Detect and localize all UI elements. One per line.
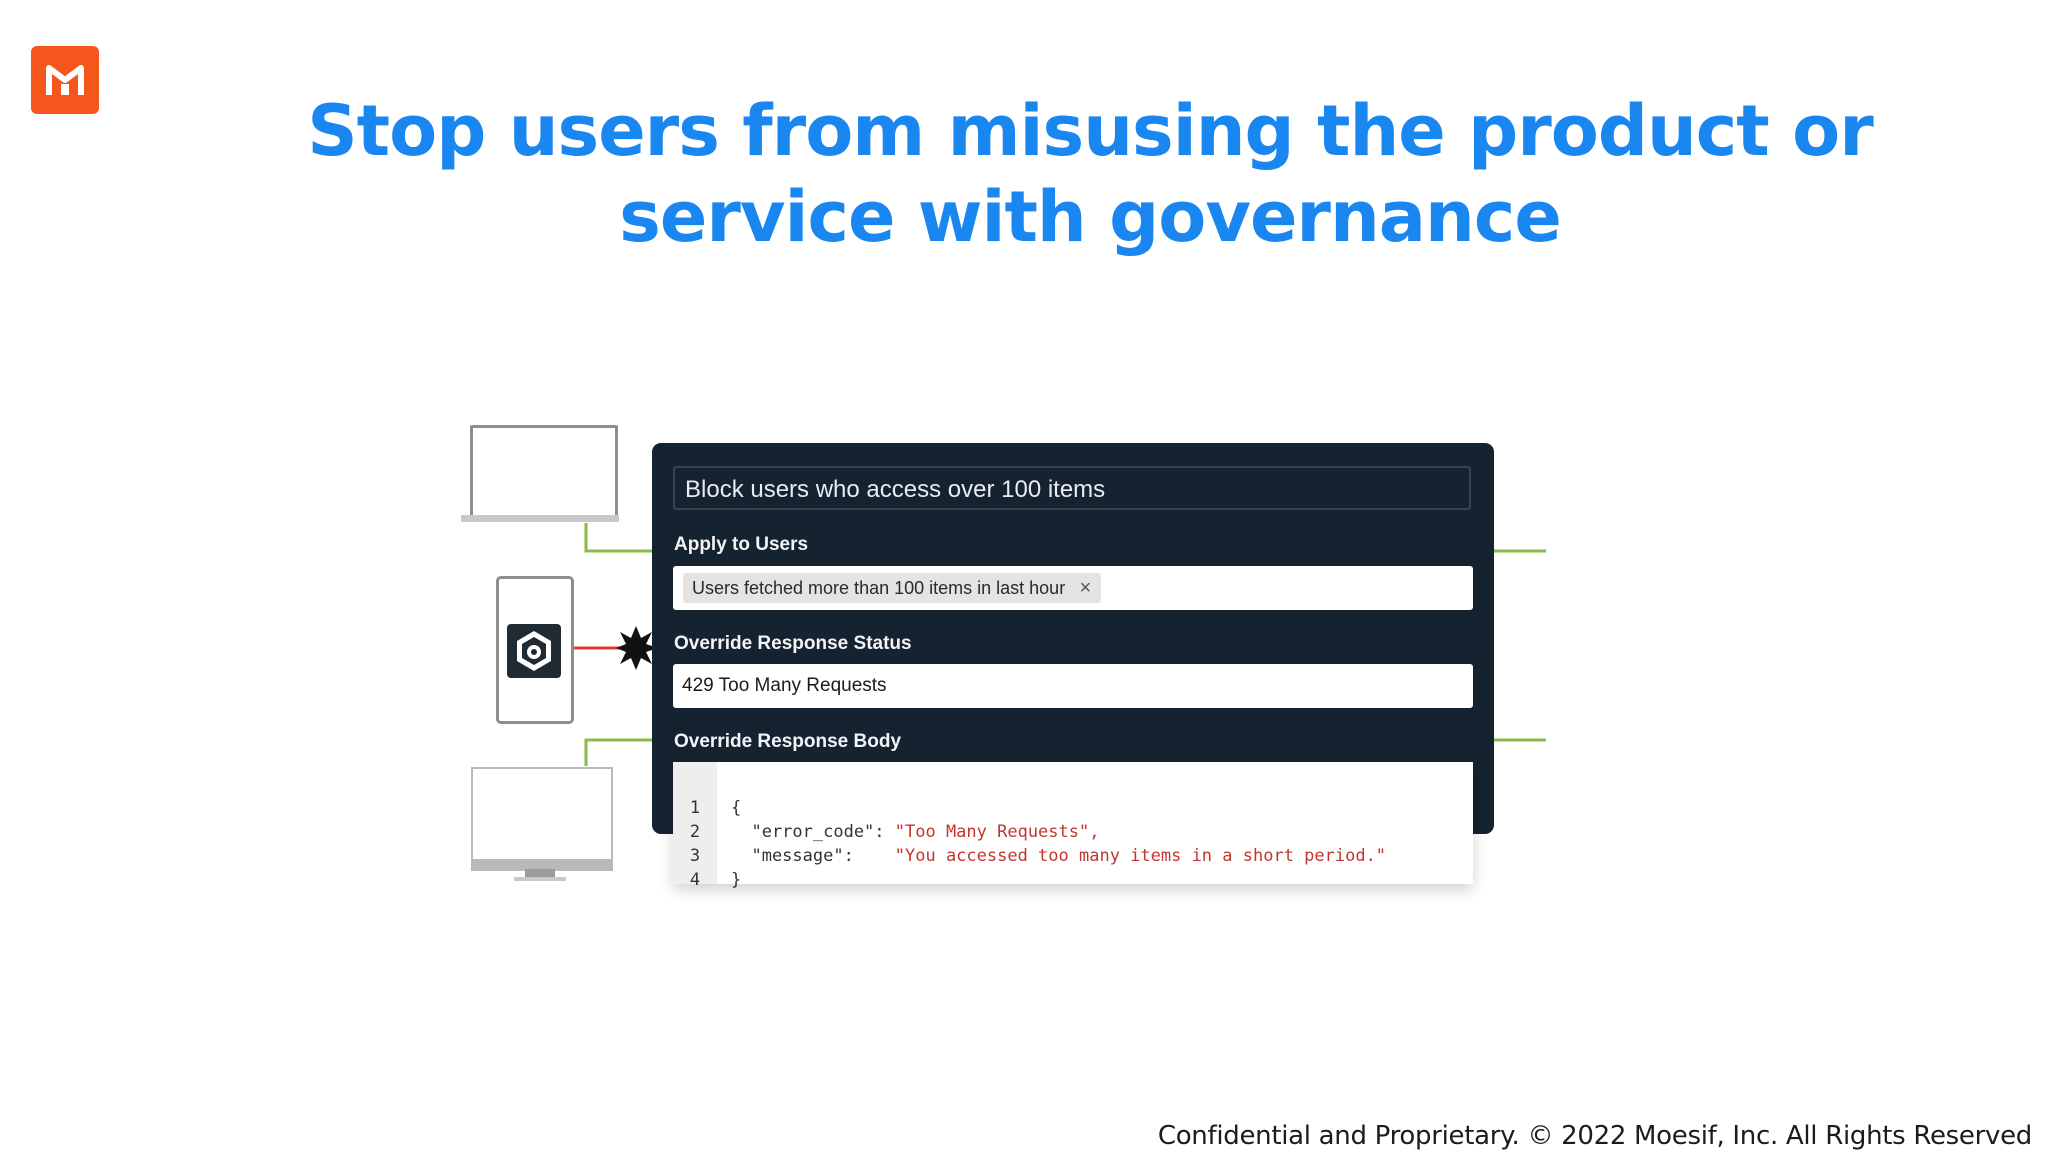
monitor-stand	[525, 869, 555, 878]
code-line: 1{	[689, 798, 742, 818]
code-line: 2 "error_code": "Too Many Requests",	[689, 822, 1100, 842]
line-number-gutter	[673, 762, 717, 884]
response-status-field[interactable]: 429 Too Many Requests	[673, 664, 1473, 708]
close-icon[interactable]: ×	[1079, 577, 1092, 599]
response-body-editor[interactable]: 1{ 2 "error_code": "Too Many Requests", …	[673, 762, 1473, 890]
app-badge-icon	[507, 624, 561, 678]
slide-title: Stop users from misusing the product or …	[307, 90, 1874, 258]
laptop-icon	[470, 425, 618, 521]
code-line: 3 "message": "You accessed too many item…	[689, 846, 1387, 866]
cohort-chip[interactable]: Users fetched more than 100 items in las…	[683, 573, 1102, 603]
override-body-label: Override Response Body	[674, 731, 902, 752]
cohort-chip-label: Users fetched more than 100 items in las…	[692, 578, 1066, 598]
apply-to-users-label: Apply to Users	[674, 534, 809, 555]
copyright-footer: Confidential and Proprietary. © 2022 Moe…	[1157, 1121, 2032, 1151]
rule-name-input[interactable]: Block users who access over 100 items	[673, 466, 1471, 510]
user-cohort-field[interactable]: Users fetched more than 100 items in las…	[673, 566, 1473, 610]
code-line: 4}	[689, 870, 742, 890]
desktop-monitor-icon	[471, 767, 613, 871]
override-status-label: Override Response Status	[674, 633, 912, 654]
laptop-base	[461, 515, 619, 522]
monitor-foot	[514, 877, 566, 881]
blocked-request-icon	[616, 626, 658, 670]
moesif-logo-icon	[31, 46, 99, 114]
